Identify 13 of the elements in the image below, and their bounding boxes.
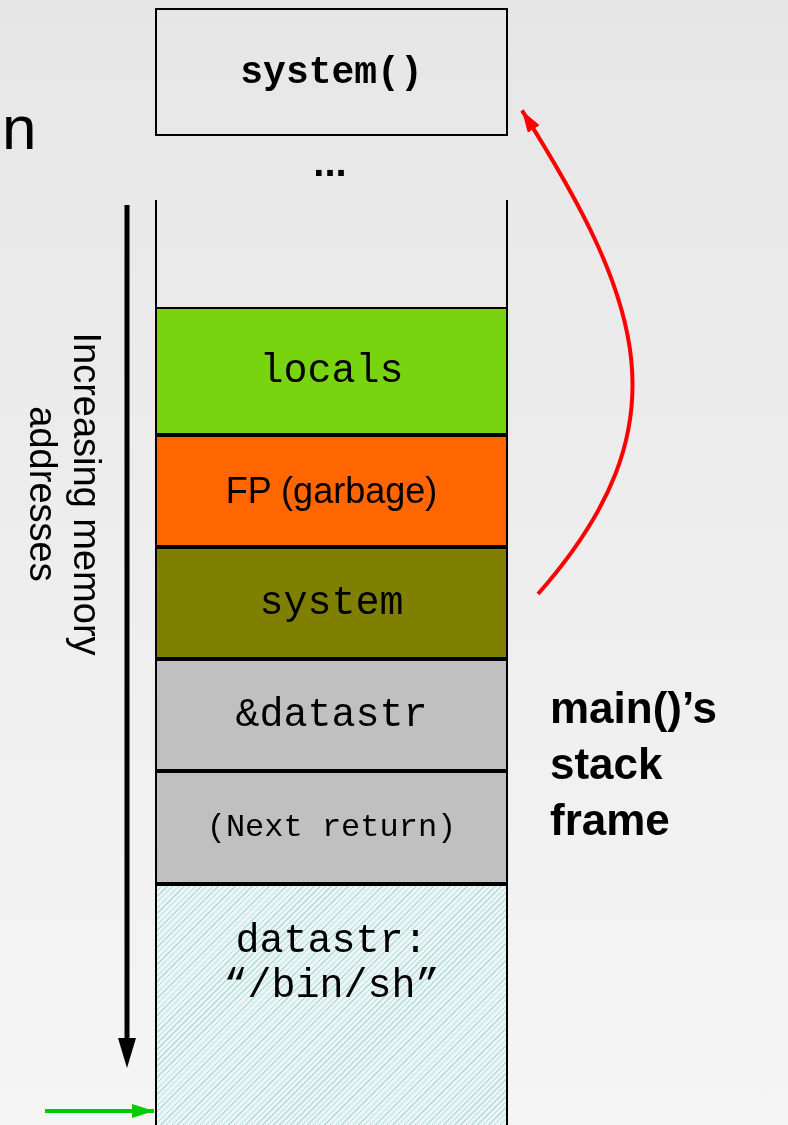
stack-slot: locals xyxy=(155,307,508,435)
data-box: datastr: “/bin/sh” xyxy=(155,884,508,1125)
stack-slot: FP (garbage) xyxy=(155,435,508,547)
stack-slot: &datastr xyxy=(155,659,508,771)
function-box: system() xyxy=(155,8,508,136)
axis-label: Increasing memory addresses xyxy=(21,331,109,658)
stack-slot: (Next return) xyxy=(155,771,508,884)
arrow xyxy=(45,1104,154,1118)
stack-slot: system xyxy=(155,547,508,659)
cut-off-text: n xyxy=(2,92,38,163)
ellipsis: ... xyxy=(312,140,348,185)
arrow xyxy=(520,109,635,596)
frame-label: main()’s stack frame xyxy=(550,682,719,846)
